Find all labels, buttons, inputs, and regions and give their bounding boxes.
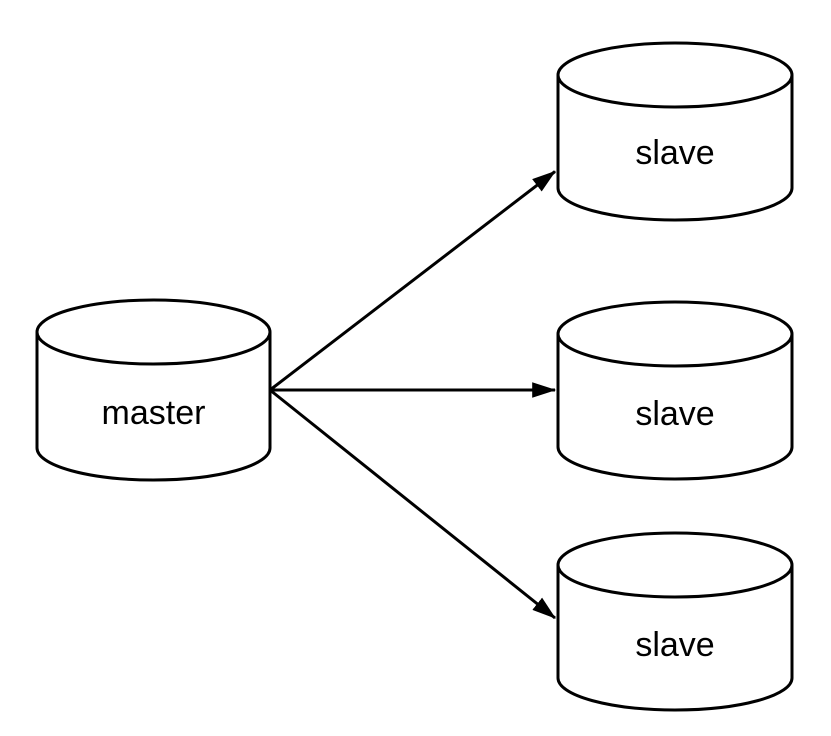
master-cylinder-rim [35,331,272,366]
slave-bottom-cylinder-rim [556,564,794,599]
slave-bottom-node-label: slave [635,626,714,664]
node-slave-bottom: slave [556,531,794,712]
master-node-label: master [102,394,206,432]
node-master: master [35,298,272,482]
slave-middle-node-label: slave [635,395,714,433]
slave-middle-cylinder-shape [556,300,794,481]
slave-top-node-label: slave [635,134,714,172]
slave-top-cylinder-rim [556,74,794,109]
slave-top-cylinder-shape [556,41,794,222]
slave-bottom-cylinder-shape [556,531,794,712]
edge-master-to-slave-bottom [269,388,556,620]
slave-middle-cylinder-rim [556,333,794,368]
node-slave-middle: slave [556,300,794,481]
edge-master-to-slave-top [269,170,556,392]
node-slave-top: slave [556,41,794,222]
edges-group [269,170,557,620]
master-cylinder-shape [35,298,272,482]
